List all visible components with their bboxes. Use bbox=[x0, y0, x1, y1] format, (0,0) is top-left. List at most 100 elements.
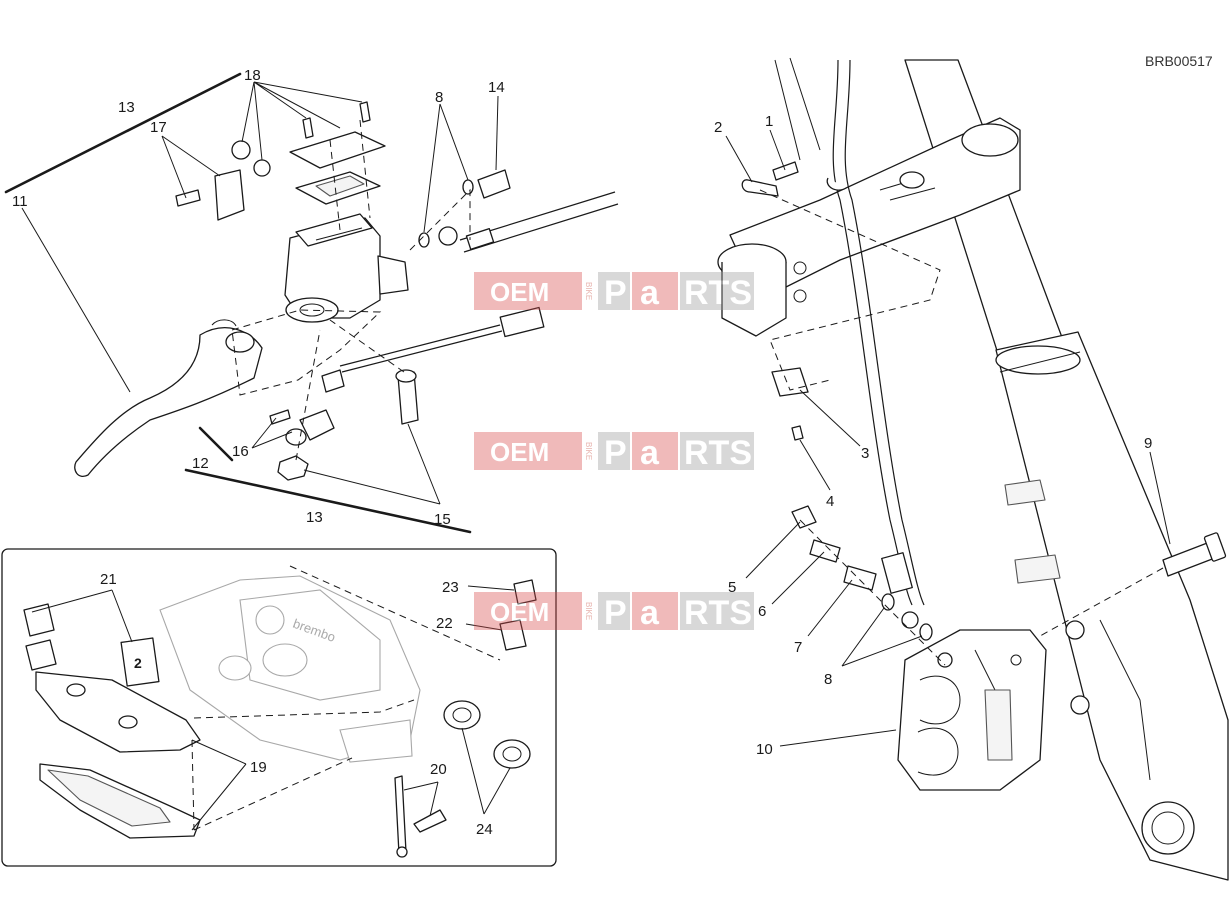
cap-screw-2 bbox=[359, 101, 371, 123]
watermark-3-middle: BIKE bbox=[584, 602, 593, 620]
callout-21: 21 bbox=[100, 571, 117, 588]
hose-upper-bend bbox=[826, 177, 847, 191]
watermark-1-a: a bbox=[640, 274, 660, 312]
leader-3 bbox=[799, 389, 861, 447]
bleeder-screw-22 bbox=[499, 619, 527, 651]
front-master-cylinder-group bbox=[74, 101, 619, 481]
switch-eyelet bbox=[285, 428, 307, 446]
mc-pivot-hole bbox=[299, 303, 325, 317]
frame-lines bbox=[774, 57, 821, 161]
watermark-2-red-block bbox=[474, 432, 582, 470]
fork-leg-edge bbox=[1099, 619, 1151, 781]
oring-18 bbox=[253, 159, 271, 177]
watermark-1-gray-rts bbox=[680, 272, 754, 310]
hose-outer-2 bbox=[844, 59, 925, 606]
handlebar-clamp bbox=[214, 169, 245, 221]
brake-lever bbox=[74, 327, 263, 477]
watermark-1-red-a bbox=[632, 272, 678, 310]
watermark-3-p: P bbox=[604, 594, 627, 632]
bolt-1 bbox=[772, 161, 799, 181]
cap-screw-dash bbox=[329, 119, 371, 231]
leader-20 bbox=[403, 781, 439, 817]
pad-marking-text: 2 bbox=[134, 655, 142, 671]
callout-numbers: 1 2 3 4 5 6 7 8 8 9 10 11 12 13 13 14 15… bbox=[12, 67, 1152, 838]
mount-bolt-hole-1 bbox=[1065, 620, 1085, 640]
watermark-2-a: a bbox=[640, 434, 660, 472]
clamp-bolt-head bbox=[899, 171, 925, 189]
watermark-3-gray-p bbox=[598, 592, 630, 630]
axle-inner bbox=[1151, 811, 1185, 845]
leader-7 bbox=[807, 579, 853, 637]
callout-4: 4 bbox=[826, 493, 834, 510]
caliper-inlet bbox=[937, 652, 953, 668]
watermark-1-gray-p bbox=[598, 272, 630, 310]
watermark-1-left: OEM bbox=[490, 277, 549, 307]
caliper-piston-bulge-2 bbox=[917, 727, 959, 776]
fork-lower-leg bbox=[995, 331, 1229, 881]
leader-lines bbox=[21, 81, 1171, 831]
fork-ring-line bbox=[999, 351, 1081, 373]
leader-16 bbox=[251, 417, 293, 449]
washer-8d bbox=[418, 232, 430, 248]
pivot-bolt-head bbox=[395, 369, 417, 383]
banjo-dash bbox=[409, 188, 471, 251]
inset-piston-2 bbox=[218, 655, 252, 681]
grommet-18 bbox=[231, 140, 251, 160]
bracket-13-bottom bbox=[184, 468, 472, 534]
mount-bolt-hole-2 bbox=[1070, 695, 1090, 715]
washer-8b bbox=[919, 623, 933, 641]
pivot-nut-15 bbox=[277, 455, 309, 481]
fork-seal-ring bbox=[995, 345, 1081, 375]
front-fork-assembly bbox=[717, 57, 1229, 881]
cap-screw-1 bbox=[302, 117, 314, 139]
mc-outlet-boss bbox=[377, 255, 409, 295]
watermark-3-red-a bbox=[632, 592, 678, 630]
callout-19: 19 bbox=[250, 759, 267, 776]
triple-clamp bbox=[729, 117, 1021, 301]
leader-22 bbox=[465, 623, 503, 631]
seal-24b-inner bbox=[502, 746, 522, 762]
leader-10 bbox=[779, 729, 897, 747]
callout-13-bottom: 13 bbox=[306, 509, 323, 526]
watermark-2-rts: RTS bbox=[684, 434, 752, 472]
bleeder-valve-6 bbox=[809, 539, 841, 563]
front-brake-hose bbox=[826, 59, 925, 629]
watermark-1: OEM BIKE P a RTS bbox=[474, 272, 754, 312]
washer-8a bbox=[881, 593, 895, 611]
leader-23 bbox=[467, 585, 515, 591]
switch-wire-2 bbox=[341, 330, 503, 373]
leader-8 bbox=[841, 607, 923, 667]
pad-marking-plate bbox=[120, 637, 160, 687]
callout-12: 12 bbox=[192, 455, 209, 472]
screw-4 bbox=[791, 425, 804, 441]
callout-24: 24 bbox=[476, 821, 493, 838]
caliper-body bbox=[897, 629, 1047, 791]
callout-8-right: 8 bbox=[824, 671, 832, 688]
hose-clip-2 bbox=[741, 179, 779, 197]
switch-bracket bbox=[299, 409, 335, 441]
switch-wire-1 bbox=[339, 324, 501, 367]
callout-18: 18 bbox=[244, 67, 261, 84]
hose-guide-3 bbox=[771, 367, 809, 397]
leader-2 bbox=[725, 135, 753, 183]
pad-clip-21 bbox=[23, 603, 55, 637]
leader-5 bbox=[745, 521, 801, 579]
pad-spring-21 bbox=[25, 639, 57, 671]
front-brake-caliper bbox=[897, 629, 1047, 791]
caliper-bleed-hole bbox=[1010, 654, 1022, 666]
leader-17 bbox=[161, 135, 221, 199]
lever-assembly-dash bbox=[231, 309, 382, 396]
watermark-2: OEM BIKE P a RTS bbox=[474, 432, 754, 472]
watermark-2-gray-p bbox=[598, 432, 630, 470]
watermark-2-middle: BIKE bbox=[584, 442, 593, 460]
leader-21 bbox=[31, 589, 133, 643]
pivot-dash bbox=[295, 319, 405, 461]
leader-6 bbox=[771, 551, 825, 605]
callout-23: 23 bbox=[442, 579, 459, 596]
lever-pivot-bushing bbox=[225, 331, 255, 353]
pad-upper-hole-1 bbox=[66, 683, 86, 697]
hose-fitting-sleeve bbox=[881, 552, 913, 594]
bleeder-cap-5 bbox=[791, 505, 817, 529]
leader-18 bbox=[241, 81, 363, 161]
mount-lug-2 bbox=[1014, 554, 1061, 584]
